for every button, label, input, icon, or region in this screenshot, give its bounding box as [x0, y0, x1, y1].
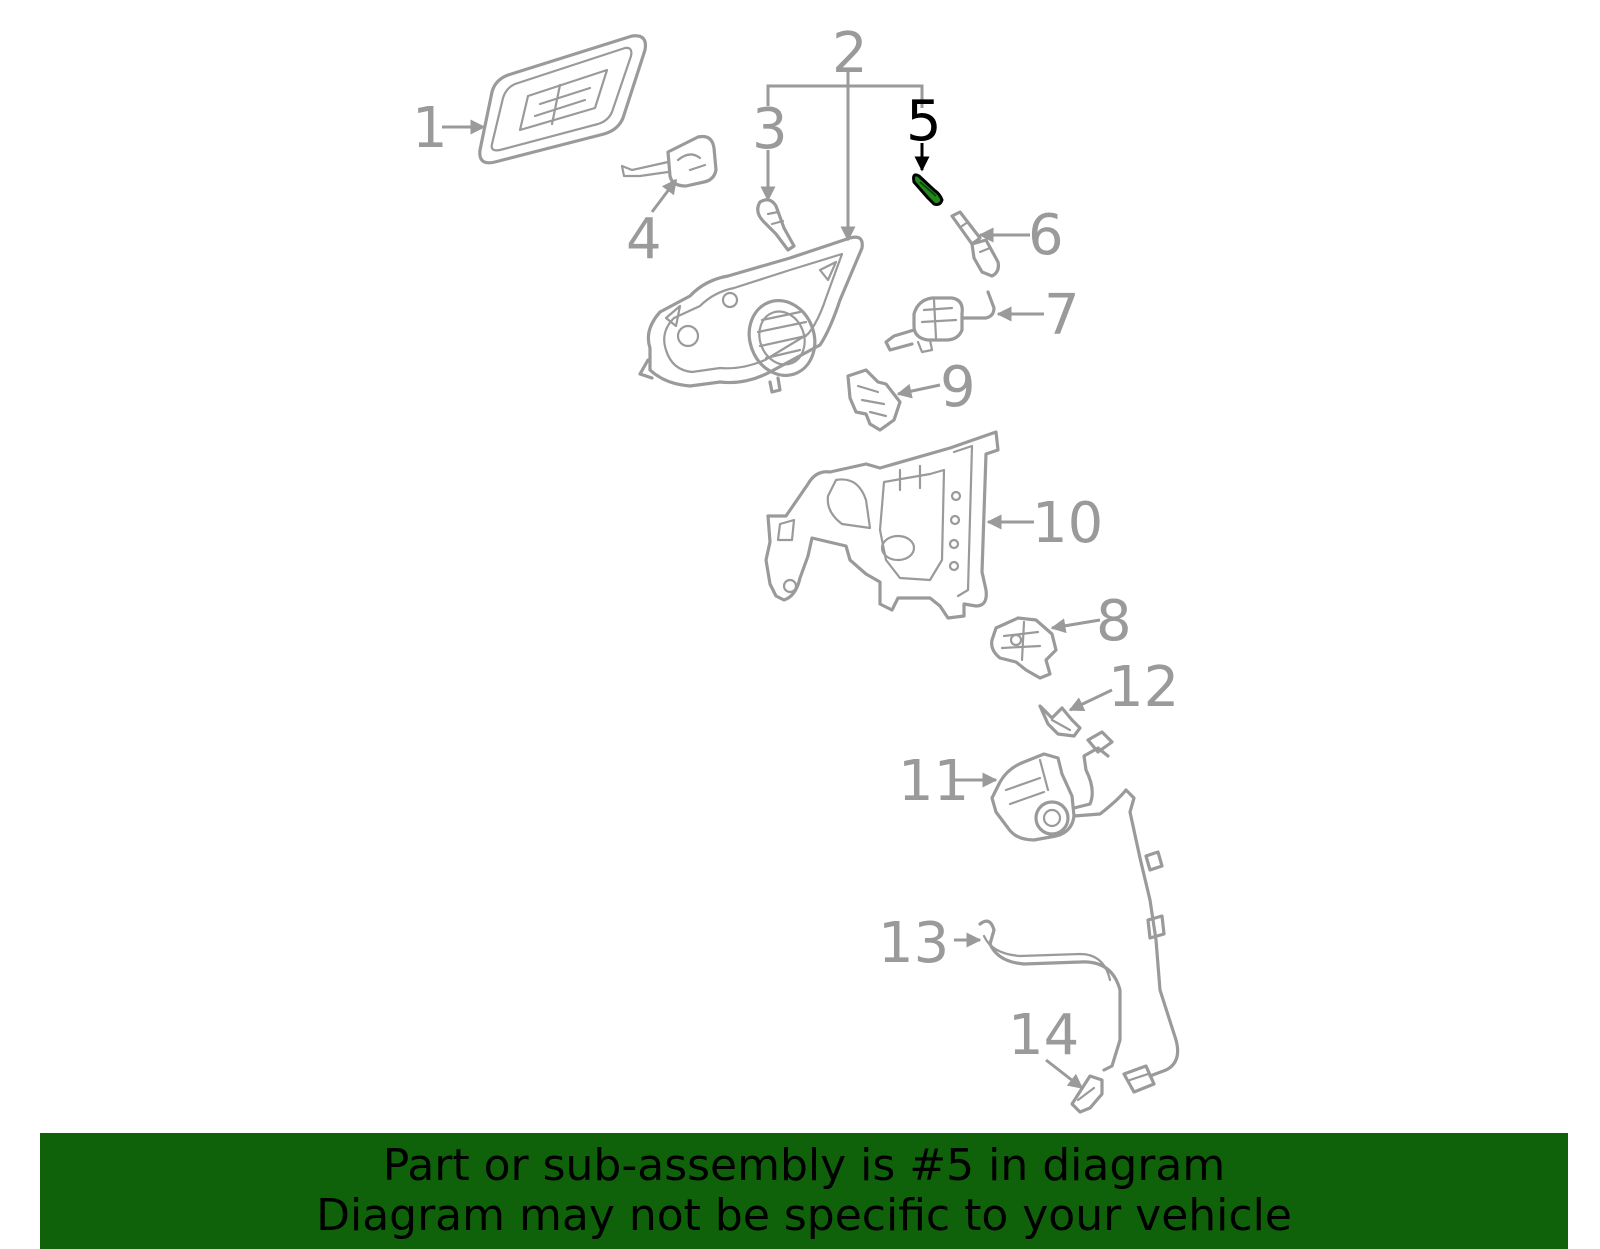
leader-8: [1050, 618, 1101, 634]
leader-4: [650, 178, 678, 213]
part-14-clip[interactable]: [1070, 1074, 1104, 1114]
callout-14: 14: [1008, 1003, 1079, 1068]
leader-9: [896, 383, 941, 399]
part-3-bulb[interactable]: [756, 198, 796, 252]
callout-7: 7: [1044, 283, 1080, 348]
banner-line-2: Diagram may not be specific to your vehi…: [316, 1190, 1292, 1241]
part-5-highlighted[interactable]: [912, 173, 944, 206]
part-4-camera[interactable]: [620, 134, 718, 188]
callout-9: 9: [940, 355, 976, 420]
banner-line-1: Part or sub-assembly is #5 in diagram: [382, 1140, 1226, 1191]
part-8-actuator[interactable]: [990, 616, 1058, 680]
part-2-mirror-housing[interactable]: [638, 235, 864, 394]
part-12-clip[interactable]: [1038, 704, 1082, 738]
leader-lines: [442, 72, 1113, 1090]
leader-12: [1068, 688, 1113, 712]
callout-2: 2: [832, 21, 868, 86]
callout-13: 13: [878, 911, 949, 976]
callout-8: 8: [1096, 589, 1132, 654]
callout-4: 4: [626, 207, 662, 272]
part-11-latch[interactable]: [990, 730, 1180, 1094]
part-13-cable[interactable]: [978, 919, 1122, 1072]
part-1-mirror-glass[interactable]: [478, 34, 648, 165]
part-7-motor[interactable]: [884, 290, 996, 354]
callout-11: 11: [898, 749, 969, 814]
part-6-clip[interactable]: [950, 210, 1000, 278]
part-9-bracket[interactable]: [846, 368, 902, 432]
callout-labels: 1 2 3 4 5 6 7 8 9 10 11 12 13 14: [412, 21, 1179, 1068]
callout-6: 6: [1028, 203, 1064, 268]
callout-3: 3: [752, 97, 788, 162]
info-banner: Part or sub-assembly is #5 in diagram Di…: [40, 1133, 1568, 1249]
callout-5: 5: [906, 89, 942, 154]
part-10-bracket[interactable]: [764, 430, 1000, 620]
leader-2-bracket: [766, 84, 924, 108]
callout-10: 10: [1032, 491, 1103, 556]
callout-12: 12: [1108, 655, 1179, 720]
leader-14: [1045, 1058, 1084, 1090]
callout-1: 1: [412, 96, 448, 161]
